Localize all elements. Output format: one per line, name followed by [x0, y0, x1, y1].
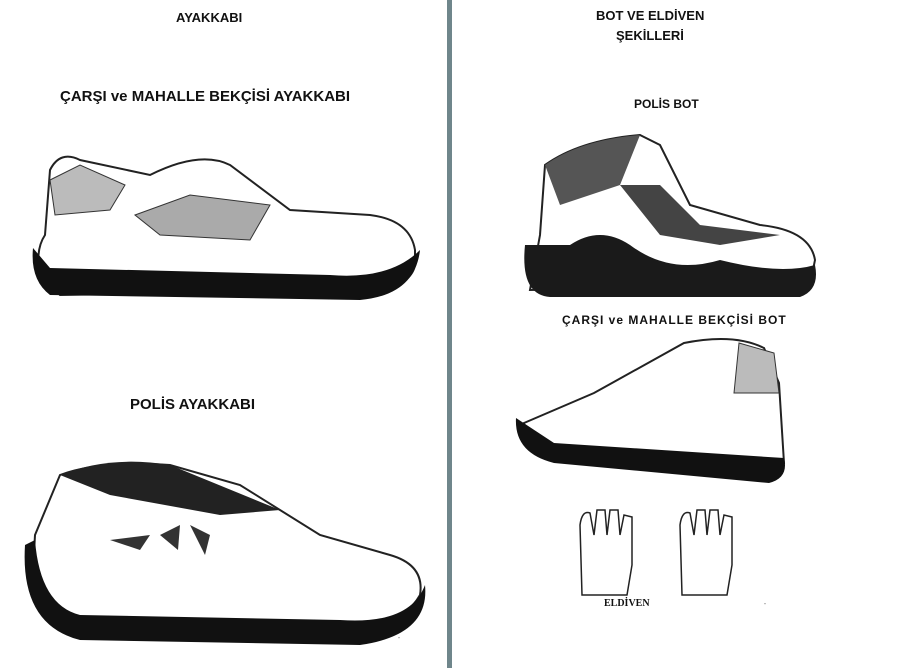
gloves-image	[579, 509, 733, 596]
gloves-caption: ELDİVEN	[604, 598, 650, 609]
right-page-title-line2: ŞEKİLLERİ	[616, 28, 684, 43]
police-boot-caption: POLİS BOT	[634, 97, 699, 111]
watchman-shoe-caption: ÇARŞI ve MAHALLE BEKÇİSİ AYAKKABI	[60, 88, 351, 105]
scan-mark: "	[398, 637, 400, 643]
watchman-boot-image	[515, 338, 786, 483]
page-divider	[447, 0, 452, 668]
police-boot-image	[524, 133, 817, 297]
left-page: AYAKKABI ÇARŞI ve MAHALLE BEKÇİSİ AYAKKA…	[0, 0, 447, 668]
watchman-shoe-image	[32, 155, 420, 300]
left-page-title: AYAKKABI	[176, 10, 243, 25]
watchman-boot-caption: ÇARŞI ve MAHALLE BEKÇİSİ BOT	[562, 313, 787, 327]
scan-mark: "	[764, 603, 766, 609]
police-shoe-image	[24, 461, 426, 645]
right-page-title-line1: BOT VE ELDİVEN	[596, 8, 705, 23]
police-shoe-caption: POLİS AYAKKABI	[130, 396, 256, 413]
right-page: BOT VE ELDİVEN ŞEKİLLERİ POLİS BOT ÇARŞI…	[452, 0, 900, 668]
